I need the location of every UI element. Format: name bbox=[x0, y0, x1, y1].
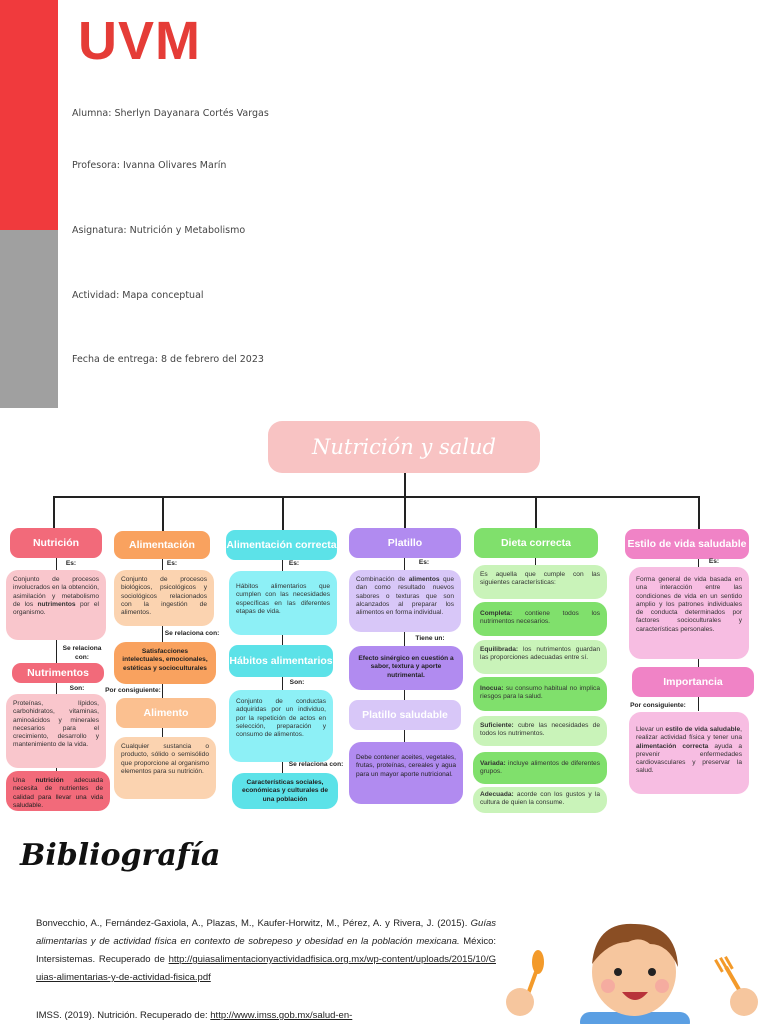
col2-consequence-label: Por consiguiente: bbox=[105, 687, 161, 694]
platillo-definition: Combinación de alimentos que dan como re… bbox=[349, 570, 461, 632]
col4-line-1 bbox=[404, 558, 405, 570]
col1-line-3 bbox=[56, 683, 57, 695]
nutrimentos-list: Proteínas, lípidos, carbohidratos, vitam… bbox=[6, 694, 106, 768]
reference-1-link[interactable]: http://guiasalimentacionyactividadfisica… bbox=[36, 954, 496, 983]
teacher-name: Profesora: Ivanna Olivares Marín bbox=[72, 160, 227, 171]
habitos-alimentarios-node: Hábitos alimentarios bbox=[229, 645, 333, 677]
col3-es-label: Es: bbox=[288, 560, 300, 567]
dieta-item-suficiente: Suficiente: cubre las necesidades de tod… bbox=[473, 716, 607, 746]
platillo-saludable-definition: Debe contener aceites, vegetales, frutas… bbox=[349, 742, 463, 804]
sidebar-red-band bbox=[0, 0, 58, 230]
activity-name: Actividad: Mapa conceptual bbox=[72, 290, 204, 301]
habitos-definition: Conjunto de conductas adquiridas por un … bbox=[229, 690, 333, 762]
col3-line-2 bbox=[282, 635, 283, 645]
dieta-item-variada: Variada: incluye alimentos de diferentes… bbox=[473, 752, 607, 784]
efecto-sinergico-node: Efecto sinérgico en cuestión a sabor, te… bbox=[349, 646, 463, 690]
alimentacion-definition: Conjunto de procesos biológicos, psicoló… bbox=[114, 570, 214, 626]
estilo-vida-node: Estilo de vida saludable bbox=[625, 529, 749, 559]
estilo-vida-definition: Forma general de vida basada en una inte… bbox=[629, 567, 749, 659]
alimentacion-node: Alimentación bbox=[114, 531, 210, 559]
col4-line-2 bbox=[404, 632, 405, 646]
col6-line-1 bbox=[698, 559, 699, 567]
platillo-node: Platillo bbox=[349, 528, 461, 558]
subject-name: Asignatura: Nutrición y Metabolismo bbox=[72, 225, 246, 236]
satisfacciones-node: Satisfacciones intelectuales, emocionale… bbox=[114, 642, 216, 684]
col2-line-1 bbox=[162, 559, 163, 571]
col3-line-3 bbox=[282, 677, 283, 691]
nutricion-conclusion: Una nutrición adecuada necesita de nutri… bbox=[6, 771, 110, 811]
nutricion-node: Nutrición bbox=[10, 528, 102, 558]
child-illustration bbox=[506, 923, 758, 1024]
col6-consequence-label: Por consiguiente: bbox=[630, 702, 686, 709]
col6-line-3 bbox=[698, 697, 699, 711]
col5-line-1 bbox=[535, 558, 536, 566]
col3-relation-label: Se relaciona con: bbox=[288, 761, 344, 768]
branch-bar bbox=[53, 496, 699, 498]
branch-2 bbox=[162, 496, 164, 531]
col1-es-label: Es: bbox=[65, 560, 77, 567]
importancia-node: Importancia bbox=[632, 667, 754, 697]
col2-line-2 bbox=[162, 626, 163, 642]
dieta-item-equilibrada: Equilibrada: los nutrimentos guardan las… bbox=[473, 640, 607, 674]
branch-3 bbox=[282, 496, 284, 530]
branch-4 bbox=[404, 496, 406, 528]
col2-line-3 bbox=[162, 684, 163, 698]
dieta-intro: Es aquella que cumple con las siguientes… bbox=[473, 565, 607, 599]
col6-es-label: Es: bbox=[708, 558, 720, 565]
bibliography-title: Bibliografía bbox=[20, 838, 221, 873]
col4-line-3 bbox=[404, 690, 405, 700]
alimento-node: Alimento bbox=[116, 698, 216, 728]
col1-line-4 bbox=[56, 768, 57, 772]
sidebar-gray-band bbox=[0, 230, 58, 408]
col6-line-2 bbox=[698, 659, 699, 667]
student-name: Alumna: Sherlyn Dayanara Cortés Vargas bbox=[72, 108, 269, 119]
branch-5 bbox=[535, 496, 537, 528]
nutricion-definition: Conjunto de procesos involucrados en la … bbox=[6, 570, 106, 640]
dieta-correcta-node: Dieta correcta bbox=[474, 528, 598, 558]
alimentacion-correcta-node: Alimentación correcta bbox=[226, 530, 337, 560]
col1-line-2 bbox=[56, 640, 57, 664]
map-title: Nutrición y salud bbox=[268, 421, 540, 473]
reference-1: Bonvecchio, A., Fernández-Gaxiola, A., P… bbox=[36, 918, 496, 983]
dieta-item-inocua: Inocua: su consumo habitual no implica r… bbox=[473, 677, 607, 711]
col1-line-1 bbox=[56, 558, 57, 570]
alimento-definition: Cualquier sustancia o producto, sólido o… bbox=[114, 737, 216, 799]
caracteristicas-sociales-node: Características sociales, económicas y c… bbox=[232, 773, 338, 809]
alimentacion-correcta-definition: Hábitos alimentarios que cumplen con las… bbox=[229, 571, 337, 635]
dieta-item-completa: Completa: contiene todos los nutrimentos… bbox=[473, 602, 607, 636]
reference-2-link[interactable]: http://www.imss.gob.mx/salud-en- bbox=[210, 1010, 353, 1021]
col4-has-label: Tiene un: bbox=[415, 635, 445, 642]
nutrimentos-node: Nutrimentos bbox=[12, 663, 104, 683]
title-stem bbox=[404, 473, 406, 497]
col3-line-1 bbox=[282, 560, 283, 572]
col3-son-label: Son: bbox=[289, 679, 305, 686]
platillo-saludable-node: Platillo saludable bbox=[349, 700, 461, 730]
reference-2: IMSS. (2019). Nutrición. Recuperado de: … bbox=[36, 1010, 353, 1021]
col3-line-4 bbox=[282, 762, 283, 774]
importancia-definition: Llevar un estilo de vida saludable, real… bbox=[629, 712, 749, 794]
col2-relation-label: Se relaciona con: bbox=[164, 630, 220, 637]
col4-line-4 bbox=[404, 730, 405, 742]
col4-es-label: Es: bbox=[418, 559, 430, 566]
branch-6 bbox=[698, 496, 700, 529]
dieta-item-adecuada: Adecuada: acorde con los gustos y la cul… bbox=[473, 787, 607, 813]
due-date: Fecha de entrega: 8 de febrero del 2023 bbox=[72, 354, 264, 365]
col2-line-4 bbox=[162, 728, 163, 738]
col1-relation-label: Se relaciona con: bbox=[62, 645, 102, 661]
col2-es-label: Es: bbox=[166, 560, 178, 567]
col1-son-label: Son: bbox=[69, 685, 85, 692]
branch-1 bbox=[53, 496, 55, 528]
uvm-logo: UVM bbox=[78, 11, 201, 71]
